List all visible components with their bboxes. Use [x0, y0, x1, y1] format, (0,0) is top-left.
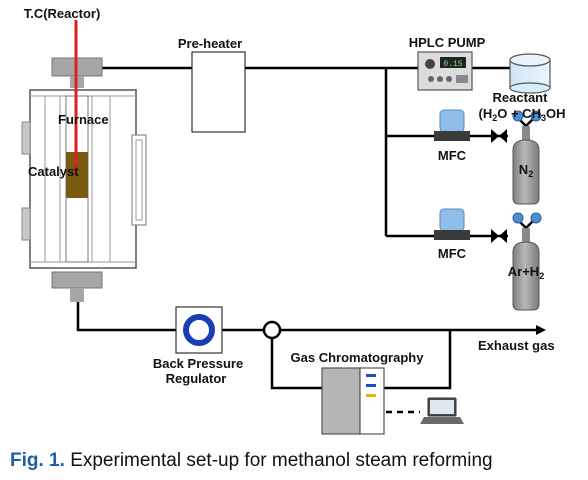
bpr-label-line1: Back Pressure: [153, 356, 243, 371]
reactor-bottom-flange: [51, 271, 103, 289]
furnace: [21, 57, 147, 302]
reactant-tank: [509, 53, 551, 94]
arh2-label: Ar+H2: [508, 264, 544, 281]
figure-caption-text: Experimental set-up for methanol steam r…: [70, 450, 493, 471]
catalyst-label: Catalyst: [28, 164, 79, 179]
n2-gauge-right-icon: [530, 110, 542, 122]
arh2-gauge-right-icon: [530, 212, 542, 224]
valve-top-icon: [491, 129, 507, 143]
n2-cylinder: [512, 110, 542, 205]
pump-display-value: 0.15: [443, 60, 462, 69]
furnace-handle: [131, 134, 147, 226]
back-pressure-regulator: [175, 306, 223, 354]
exhaust-arrow-icon: [536, 325, 546, 335]
mfc-top-label: MFC: [438, 148, 467, 163]
mfc-bottom-label: MFC: [438, 246, 467, 261]
pipe-junction-gc: [270, 338, 322, 390]
furnace-label: Furnace: [58, 112, 109, 127]
reactant-formula: (H2O + CH3OH: [479, 106, 566, 123]
preheater-label: Pre-heater: [178, 36, 242, 51]
pump-knob-icon: [425, 59, 435, 69]
reactant-label: Reactant: [493, 90, 549, 105]
reactor-bottom-neck: [70, 288, 84, 302]
exhaust-gas-label: Exhaust gas: [478, 338, 555, 353]
pump-display-screen: [440, 57, 466, 68]
junction-tee: [262, 320, 282, 340]
arh2-cylinder: [512, 212, 542, 311]
figure-number: Fig. 1.: [10, 450, 65, 471]
furnace-hinge-bottom: [21, 207, 31, 241]
arh2-gauge-left-icon: [512, 212, 524, 224]
n2-gauge-left-icon: [512, 110, 524, 122]
valve-bottom-icon: [491, 229, 507, 243]
bpr-ring-icon: [183, 314, 215, 346]
hplc-pump-label: HPLC PUMP: [409, 35, 486, 50]
pipe-reactor-bpr: [76, 300, 176, 332]
tc-reactor-label: T.C(Reactor): [24, 6, 101, 21]
furnace-handle-inner: [135, 139, 143, 221]
laptop-icon: [420, 397, 464, 424]
n2-label: N2: [519, 162, 533, 179]
figure-caption: Fig. 1. Experimental set-up for methanol…: [10, 450, 493, 472]
gc-label: Gas Chromatography: [291, 350, 425, 365]
preheater-box: [191, 51, 246, 133]
mfc-bottom-device: [434, 208, 470, 240]
gas-chromatograph: [321, 367, 385, 435]
bpr-label-line2: Regulator: [166, 371, 227, 386]
piping: [76, 66, 536, 390]
mfc-top-device: [434, 109, 470, 141]
furnace-hinge-top: [21, 121, 31, 155]
pipe-gc-exhaust: [384, 330, 452, 390]
hplc-pump: [417, 51, 473, 91]
